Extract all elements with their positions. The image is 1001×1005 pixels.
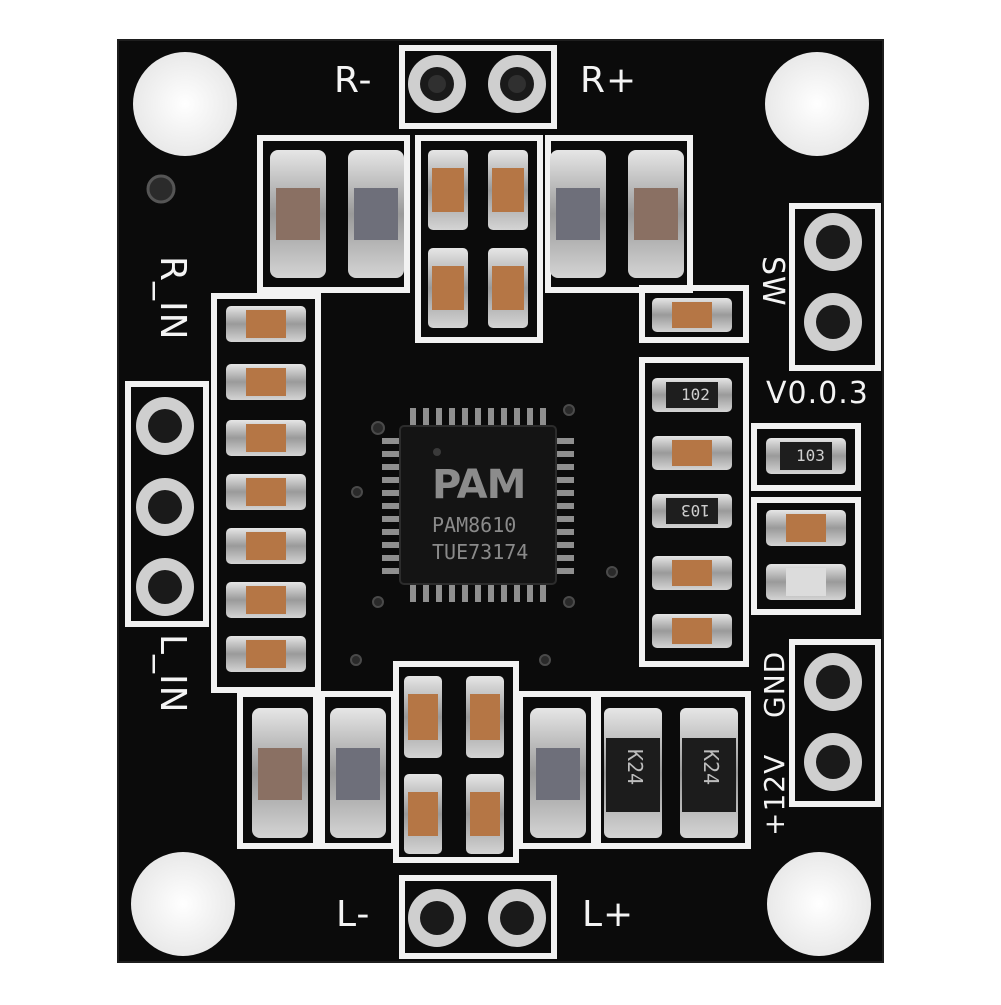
bottom-large-components — [252, 708, 738, 838]
chip-logo: PAM — [432, 462, 526, 508]
resistor-marking: 102 — [681, 385, 710, 404]
resistor-marking: 103 — [796, 446, 825, 465]
label-l-minus: L- — [336, 894, 371, 935]
mount-hole — [765, 52, 869, 156]
label-sw: SW — [755, 256, 790, 307]
left-caps — [226, 306, 306, 672]
label-l-plus: L+ — [582, 894, 635, 935]
label-12v: +12V — [758, 753, 791, 836]
resistor-marking: 103 — [681, 501, 710, 520]
label-gnd: GND — [758, 650, 791, 718]
diode-marking: K24 — [699, 748, 724, 786]
pin-12v — [804, 733, 862, 791]
chip-part-number: PAM8610 — [432, 513, 517, 537]
pin-r-minus — [408, 55, 466, 113]
pin-r-in-2 — [136, 478, 194, 536]
pin-r-plus — [488, 55, 546, 113]
pin-l-plus — [488, 889, 546, 947]
right-caps — [652, 298, 846, 648]
label-version: V0.0.3 — [766, 376, 869, 411]
pam8610-chip — [382, 408, 574, 602]
label-l-in: L_IN — [152, 634, 193, 714]
diode-marking: K24 — [623, 748, 648, 786]
bottom-small-caps — [404, 676, 504, 854]
label-r-plus: R+ — [580, 60, 638, 101]
mount-hole — [133, 52, 237, 156]
top-small-caps — [428, 150, 528, 328]
mount-hole — [131, 852, 235, 956]
pin-sw-1 — [804, 213, 862, 271]
mount-hole — [767, 852, 871, 956]
label-r-minus: R- — [334, 60, 373, 101]
top-large-components — [270, 150, 684, 278]
pin-sw-2 — [804, 293, 862, 351]
pin-gnd — [804, 653, 862, 711]
pin-r-in-1 — [136, 397, 194, 455]
pin-l-minus — [408, 889, 466, 947]
pin-l-in — [136, 558, 194, 616]
chip-code: TUE73174 — [432, 540, 529, 564]
label-r-in: R_IN — [152, 256, 193, 341]
